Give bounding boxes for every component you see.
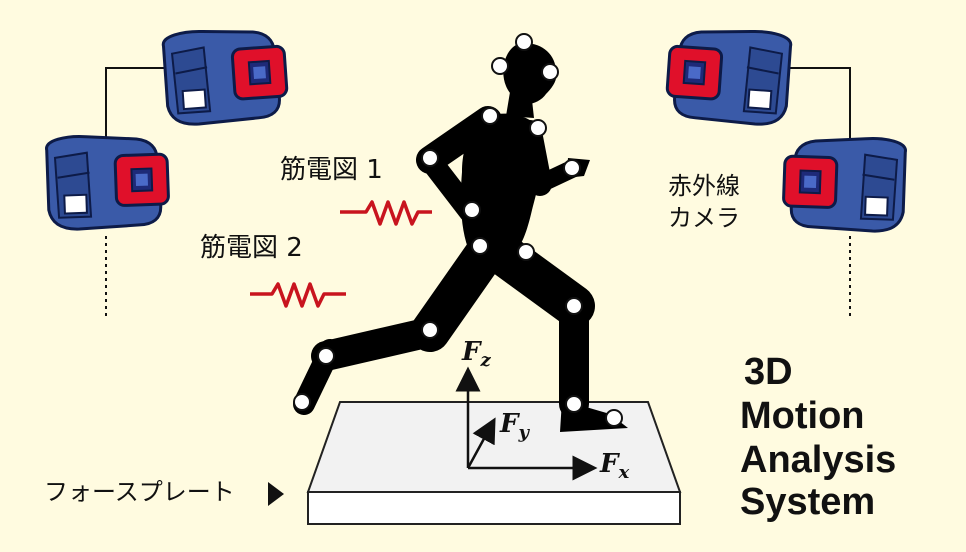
title-line4: System (740, 481, 875, 523)
marker-dots (293, 33, 623, 427)
force-vectors (455, 366, 598, 481)
title-line2: Motion (740, 395, 865, 437)
marker-dot (421, 149, 439, 167)
marker-dot (515, 33, 533, 51)
force-x-label: Fx (599, 449, 629, 483)
emg1-label: 筋電図 1 (280, 155, 383, 185)
marker-dot (421, 321, 439, 339)
marker-dot (471, 237, 489, 255)
marker-dot (481, 107, 499, 125)
marker-dot (605, 409, 623, 427)
marker-dot (565, 395, 583, 413)
camera-icon (160, 23, 291, 128)
camera-icon (44, 131, 171, 232)
emg2-label: 筋電図 2 (200, 233, 303, 263)
marker-dot (563, 159, 581, 177)
title-line3: Analysis (740, 439, 896, 481)
marker-dot (293, 393, 311, 411)
infrared-camera-label-line1: 赤外線 (668, 172, 740, 200)
infrared-camera-label-line2: カメラ (668, 204, 740, 232)
marker-dot (463, 201, 481, 219)
marker-dot (565, 297, 583, 315)
emg-signal-icon (340, 200, 432, 226)
force-z-label: Fz (461, 337, 491, 371)
marker-dot (491, 57, 509, 75)
emg-signal-icon (250, 282, 346, 308)
camera-icon (663, 23, 794, 128)
marker-dot (529, 119, 547, 137)
runner-silhouette (293, 43, 628, 432)
marker-dot (317, 347, 335, 365)
title-line1: 3D (744, 351, 793, 393)
camera-icon (781, 133, 908, 234)
force-y-label: Fy (499, 409, 530, 443)
marker-dot (541, 63, 559, 81)
arrow-right-icon (268, 482, 284, 506)
marker-dot (517, 243, 535, 261)
force-plate-label: フォースプレート (44, 478, 235, 506)
